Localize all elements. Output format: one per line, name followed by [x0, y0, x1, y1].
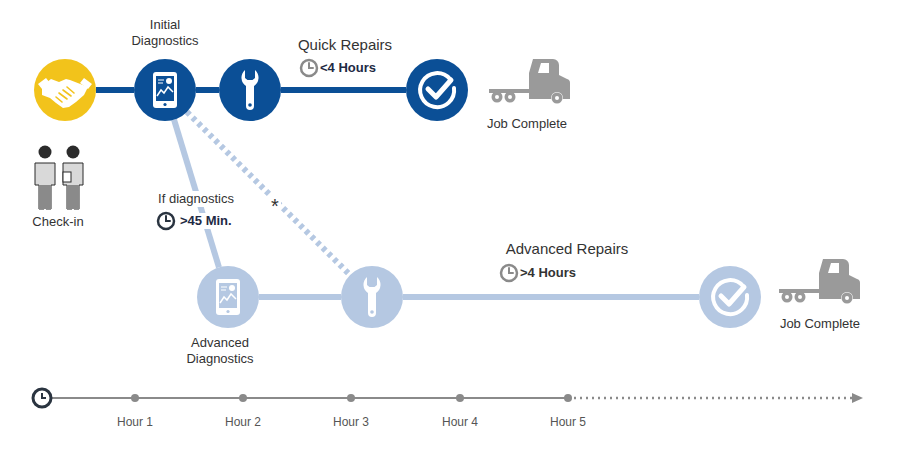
truck-shape [485, 55, 575, 105]
edge-label: * [269, 194, 281, 218]
hour-label: Hour 5 [550, 415, 586, 429]
edge-label: If diagnostics [156, 191, 236, 207]
hour-label: Hour 3 [333, 415, 369, 429]
duration-label: <4 Hours [320, 60, 376, 76]
edge-label: Quick Repairs [296, 36, 394, 54]
diagnostics-circle: Initial Diagnostics [134, 59, 196, 121]
hour-label: Hour 2 [225, 415, 261, 429]
circle-shape [341, 266, 403, 328]
clock-icon [158, 60, 517, 281]
circle-shape [197, 266, 259, 328]
node-label: Check-in [13, 214, 103, 230]
flow-connector [403, 294, 699, 300]
node-label: Advanced Diagnostics [174, 335, 266, 366]
edge-label: Advanced Repairs [504, 240, 631, 258]
flow-connector [259, 294, 341, 300]
repair-circle [219, 59, 281, 121]
truck-shape [775, 255, 865, 305]
flow-connector [96, 87, 134, 93]
hour-label: Hour 1 [117, 415, 153, 429]
complete-circle [406, 59, 468, 121]
diagnostics-circle: Advanced Diagnostics [197, 266, 259, 328]
node-label: Initial Diagnostics [119, 17, 211, 48]
truck-icon: Job Complete [485, 55, 575, 105]
node-label: Job Complete [780, 316, 860, 332]
complete-circle [699, 266, 761, 328]
circle-shape [699, 266, 761, 328]
node-label: Job Complete [487, 116, 567, 132]
checkin-circle: Check-in [34, 59, 96, 121]
circle-shape [34, 59, 96, 121]
people-icon [35, 146, 83, 210]
truck-icon: Job Complete [775, 255, 865, 305]
flow-connector [196, 87, 219, 93]
timeline [33, 389, 863, 407]
circle-shape [406, 59, 468, 121]
flow-connector [281, 87, 406, 93]
circle-shape [134, 59, 196, 121]
duration-label: >45 Min. [178, 213, 234, 229]
repair-circle [341, 266, 403, 328]
duration-label: >4 Hours [520, 265, 576, 281]
circle-shape [219, 59, 281, 121]
hour-label: Hour 4 [442, 415, 478, 429]
